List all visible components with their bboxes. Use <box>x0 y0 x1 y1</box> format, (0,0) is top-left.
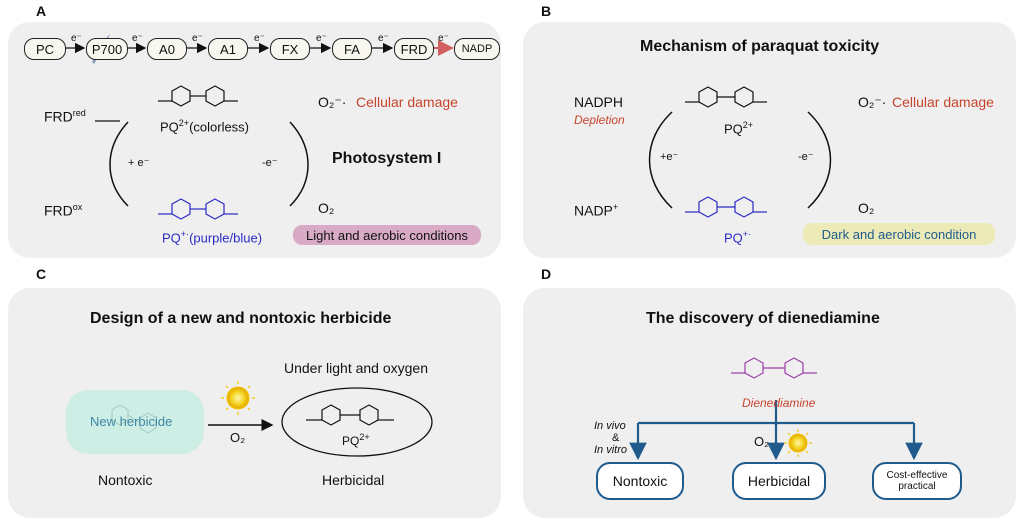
panel-a-left-arc <box>109 121 129 207</box>
sun-icon-d <box>788 433 808 453</box>
o2-b: O₂ <box>858 200 875 216</box>
in-vivo: In vivo <box>594 420 626 432</box>
chain-fx: FX <box>270 38 310 60</box>
chain-nadp: NADP <box>454 38 500 60</box>
condition-pill-a: Light and aerobic conditions <box>293 225 481 245</box>
panel-a-label: A <box>36 3 47 19</box>
pq-c: PQ2+ <box>342 432 370 448</box>
panel-d-label: D <box>541 266 552 282</box>
panel-a <box>8 22 501 258</box>
e3: e⁻ <box>192 33 203 44</box>
e7: e⁻ <box>438 33 449 44</box>
pq2-label-a: PQ2+(colorless) <box>160 118 250 135</box>
new-herbicide-label: New herbicide <box>90 414 173 429</box>
panel-b-right-arc <box>807 111 832 209</box>
panel-b-left-arc <box>648 111 673 209</box>
nadph: NADPH <box>574 94 624 110</box>
depletion: Depletion <box>574 113 625 127</box>
o2-c: O₂ <box>230 430 246 445</box>
amp: & <box>612 432 620 444</box>
panel-b-pq1-molecule <box>685 196 767 218</box>
dienediamine-molecule <box>731 357 817 379</box>
pq1-label-a: PQ+·(purple/blue) <box>162 229 263 246</box>
chain-pc: PC <box>24 38 66 60</box>
herbicidal-c: Herbicidal <box>322 472 385 488</box>
o2-a: O₂ <box>318 200 335 216</box>
nadp-plus: NADP+ <box>574 202 619 219</box>
faint-molecule-sketch <box>111 404 157 434</box>
chain-fa: FA <box>332 38 372 60</box>
panel-a-right-arc <box>289 121 309 207</box>
panel-b-pq2-molecule <box>685 86 767 108</box>
panel-b-title: Mechanism of paraquat toxicity <box>640 38 880 55</box>
frd-ox: FRDox <box>44 202 83 219</box>
new-herbicide-blob <box>66 390 204 454</box>
photosystem-label: Photosystem I <box>332 150 442 167</box>
panel-c-label: C <box>36 266 47 282</box>
o2-radical-a: O₂⁻· <box>318 94 347 110</box>
o2-radical-b: O₂⁻· <box>858 94 887 110</box>
minus-e-b: -e⁻ <box>798 151 814 163</box>
herbicidal-ellipse <box>281 387 433 457</box>
sun-rays <box>221 381 255 415</box>
o2-d: O₂ <box>754 434 770 449</box>
plus-e-a: + e⁻ <box>128 157 150 169</box>
damage-a: Cellular damage <box>356 94 458 110</box>
panel-b <box>523 22 1016 258</box>
e2: e⁻ <box>132 33 143 44</box>
chain-frd: FRD <box>394 38 434 60</box>
nontoxic-box: Nontoxic <box>596 462 684 500</box>
herbicidal-box: Herbicidal <box>732 462 826 500</box>
in-vitro: In vitro <box>594 444 628 456</box>
sun-icon <box>226 386 250 410</box>
panel-a-pq1-molecule <box>158 198 238 220</box>
panel-b-label: B <box>541 3 552 19</box>
panel-d-title: The discovery of dienediamine <box>646 310 880 327</box>
chain-a1: A1 <box>208 38 248 60</box>
damage-b: Cellular damage <box>892 94 994 110</box>
nontoxic-c: Nontoxic <box>98 472 153 488</box>
pq2-label-b: PQ2+ <box>724 120 754 137</box>
panel-a-pq2-molecule <box>158 85 238 107</box>
under-light-label: Under light and oxygen <box>284 360 428 376</box>
chain-a0: A0 <box>147 38 187 60</box>
e5: e⁻ <box>316 33 327 44</box>
minus-e-a: -e⁻ <box>262 157 278 169</box>
plus-e-b: +e⁻ <box>660 151 679 163</box>
e6: e⁻ <box>378 33 389 44</box>
e1: e⁻ <box>71 33 82 44</box>
chain-p700: P700 <box>86 38 128 60</box>
condition-pill-b: Dark and aerobic condition <box>803 223 995 245</box>
pq1-label-b: PQ+· <box>724 229 752 246</box>
frd-red: FRDred <box>44 108 86 125</box>
panel-c-title: Design of a new and nontoxic herbicide <box>90 310 392 327</box>
panel-c-pq-molecule <box>306 404 394 426</box>
tree-arrows <box>629 400 923 461</box>
dienediamine-label: Dienediamine <box>742 396 816 410</box>
e4: e⁻ <box>254 33 265 44</box>
